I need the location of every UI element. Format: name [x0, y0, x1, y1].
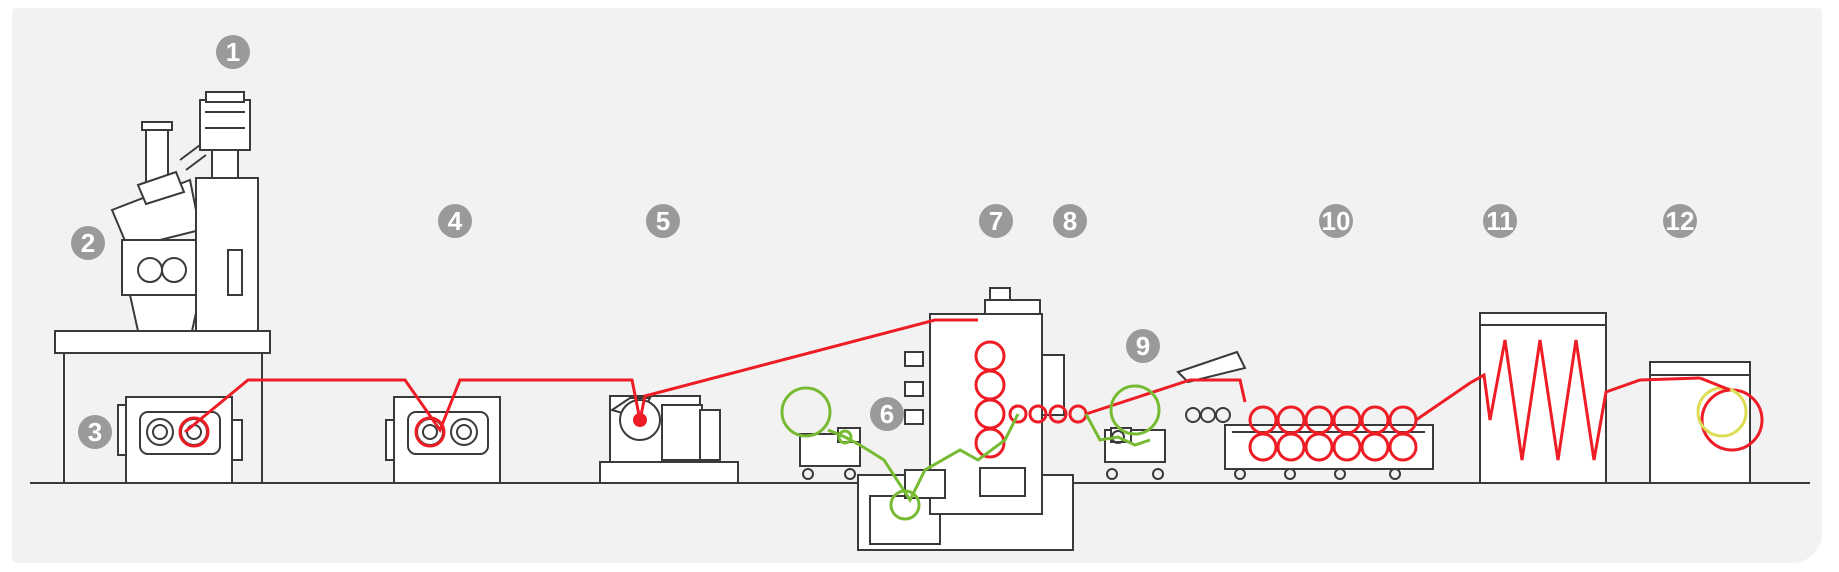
svg-text:12: 12	[1666, 206, 1695, 236]
step-badge-7: 7	[979, 204, 1013, 238]
step-badge-8: 8	[1053, 204, 1087, 238]
two-roll-mill-3	[117, 396, 243, 484]
strainer-extruder	[599, 395, 739, 484]
step-badge-3: 3	[78, 415, 112, 449]
step-badge-11: 11	[1483, 204, 1517, 238]
svg-text:2: 2	[81, 228, 95, 258]
mixer-feeder-machine	[54, 91, 271, 483]
two-roll-mill-4	[385, 396, 501, 484]
step-badge-9: 9	[1126, 329, 1160, 363]
product-path	[178, 318, 1764, 462]
svg-text:4: 4	[448, 206, 463, 236]
step-badge-5: 5	[646, 204, 680, 238]
step-badge-4: 4	[438, 204, 472, 238]
calender-machine	[857, 287, 1074, 551]
svg-text:5: 5	[656, 206, 670, 236]
svg-text:10: 10	[1322, 206, 1351, 236]
svg-text:9: 9	[1136, 331, 1150, 361]
substrate-path	[780, 384, 1161, 521]
step-badge-1: 1	[216, 35, 250, 69]
svg-text:8: 8	[1063, 206, 1077, 236]
step-badge-6: 6	[870, 397, 904, 431]
festoon-cooling-box	[1479, 312, 1607, 484]
step-badge-2: 2	[71, 226, 105, 260]
svg-text:7: 7	[989, 206, 1003, 236]
step-badge-10: 10	[1319, 204, 1353, 238]
svg-text:3: 3	[88, 417, 102, 447]
step-badge-12: 12	[1663, 204, 1697, 238]
svg-text:1: 1	[226, 37, 240, 67]
substrate-rewinder	[1104, 427, 1166, 480]
svg-text:6: 6	[880, 399, 894, 429]
svg-text:11: 11	[1486, 206, 1514, 236]
